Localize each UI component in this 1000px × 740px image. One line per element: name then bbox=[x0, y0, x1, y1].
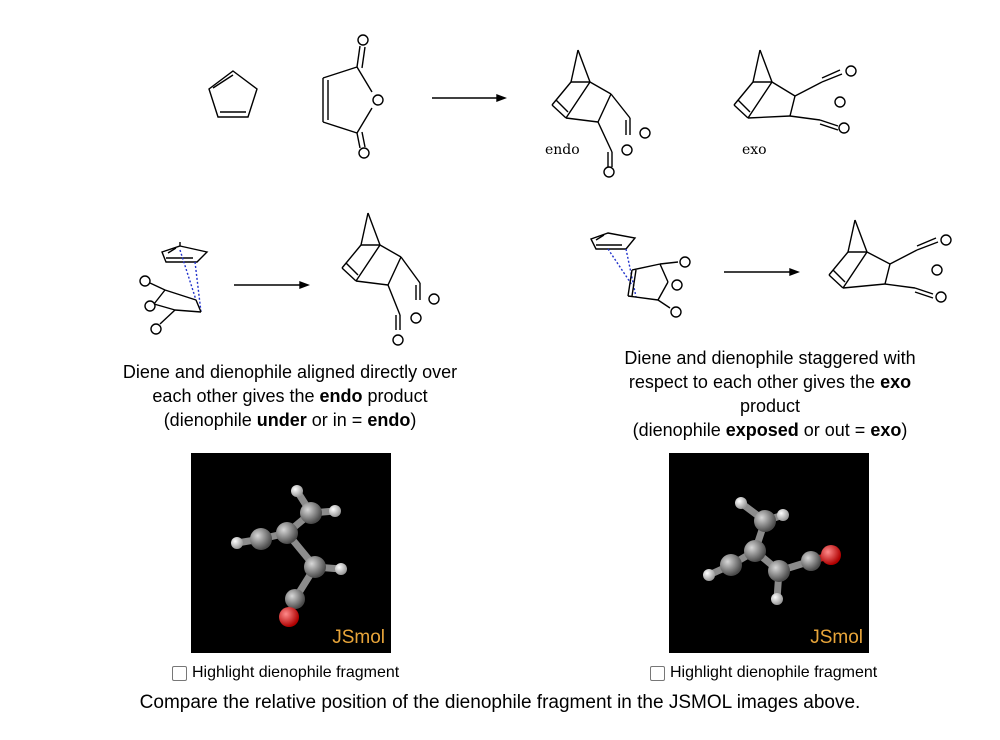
exo-molecule-model bbox=[703, 497, 841, 605]
exo-caption-line4: (dienophile exposed or out = exo) bbox=[632, 420, 908, 440]
comparison-instruction: Compare the relative position of the die… bbox=[139, 692, 861, 713]
exo-caption-line2: respect to each other gives the exo bbox=[628, 372, 912, 392]
highlight-dienophile-checkbox-exo[interactable]: Highlight dienophile fragment bbox=[650, 664, 877, 682]
maleic-anhydride-structure bbox=[322, 34, 384, 159]
exo-arrow bbox=[724, 267, 800, 277]
endo-label: endo bbox=[545, 142, 580, 158]
exo-approach-structure bbox=[590, 232, 691, 318]
exo-product-structure bbox=[733, 49, 857, 134]
endo-caption: Diene and dienophile aligned directly ov… bbox=[80, 360, 500, 432]
top-reaction-scheme bbox=[208, 34, 857, 178]
highlight-dienophile-checkbox-endo[interactable]: Highlight dienophile fragment bbox=[172, 664, 399, 682]
endo-approach-structure bbox=[139, 242, 209, 335]
endo-caption-line1: Diene and dienophile aligned directly ov… bbox=[122, 362, 458, 382]
exo-transition-scheme bbox=[590, 219, 952, 318]
cyclopentadiene-structure bbox=[208, 70, 258, 118]
reaction-arrow bbox=[432, 93, 507, 103]
endo-caption-line3: (dienophile under or in = endo) bbox=[163, 410, 417, 430]
jsmol-viewer-exo[interactable]: JSmol bbox=[669, 453, 869, 653]
exo-label: exo bbox=[742, 142, 767, 158]
endo-result-structure bbox=[341, 212, 440, 346]
checkbox-endo-label: Highlight dienophile fragment bbox=[192, 664, 400, 681]
exo-caption-line3: product bbox=[739, 396, 801, 416]
endo-molecule-model bbox=[231, 485, 347, 627]
exo-caption: Diene and dienophile staggered with resp… bbox=[560, 346, 980, 442]
exo-result-structure bbox=[828, 219, 952, 303]
jsmol-logo-exo: JSmol bbox=[810, 627, 863, 648]
endo-arrow bbox=[234, 280, 310, 290]
endo-caption-line2: each other gives the endo product bbox=[152, 386, 428, 406]
endo-transition-scheme bbox=[139, 212, 440, 346]
endo-product-structure bbox=[551, 49, 651, 178]
checkbox-exo-label: Highlight dienophile fragment bbox=[670, 664, 878, 681]
exo-caption-line1: Diene and dienophile staggered with bbox=[624, 348, 916, 368]
checkbox-exo[interactable] bbox=[650, 665, 665, 681]
checkbox-endo[interactable] bbox=[172, 665, 187, 681]
jsmol-viewer-endo[interactable]: JSmol bbox=[191, 453, 391, 653]
jsmol-logo-endo: JSmol bbox=[332, 627, 385, 648]
